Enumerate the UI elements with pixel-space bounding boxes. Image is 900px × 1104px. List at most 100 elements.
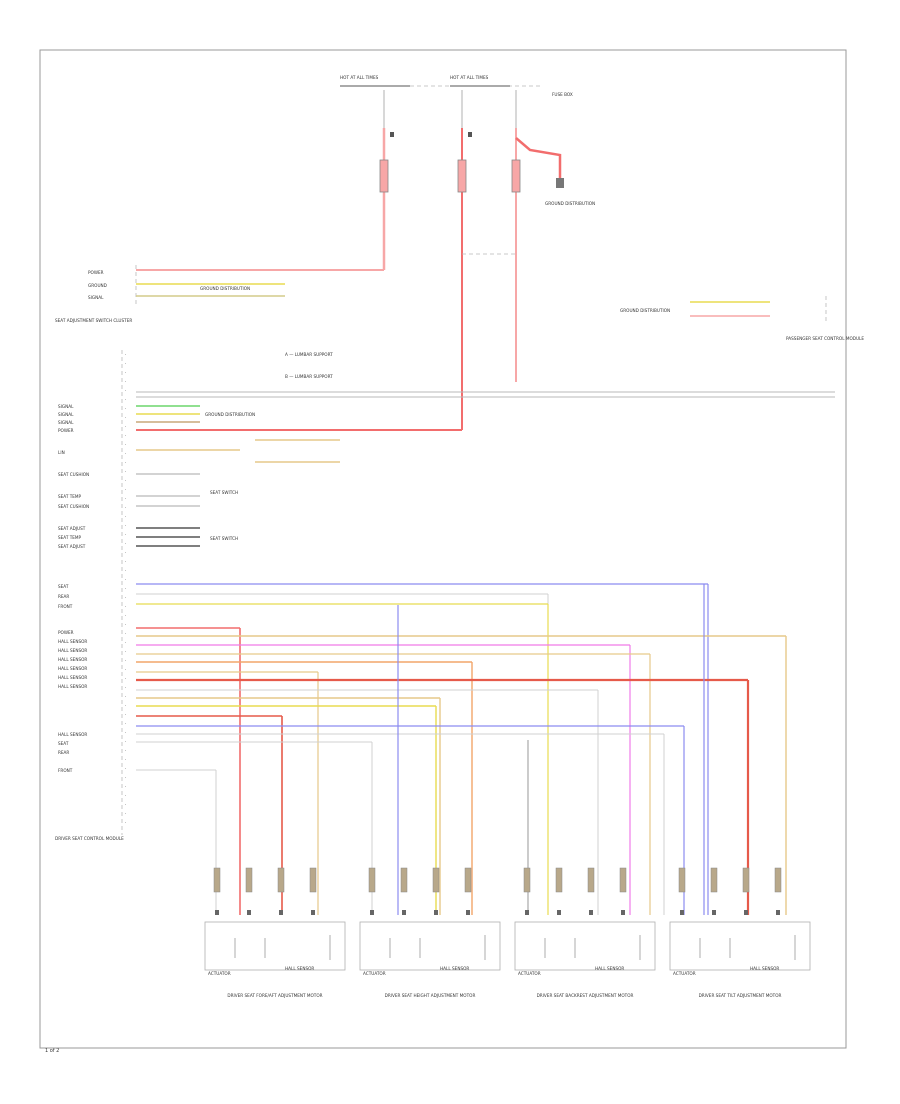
diagram-frame	[39, 49, 847, 1049]
module-pin-label: POWER	[58, 428, 74, 433]
module-pin-label: FRONT	[58, 604, 73, 609]
pin-number: ·	[125, 730, 126, 735]
motor-terminal	[589, 910, 593, 915]
actuator-label: ACTUATOR	[518, 971, 541, 976]
seat-switch-b-label: SEAT SWITCH	[210, 536, 238, 541]
pin-number: ·	[125, 361, 126, 366]
ground-distribution-label: GROUND DISTRIBUTION	[205, 412, 255, 417]
pin-number: ·	[125, 712, 126, 717]
module-pin-label: FRONT	[58, 768, 73, 773]
motor-title: DRIVER SEAT HEIGHT ADJUSTMENT MOTOR	[385, 993, 476, 998]
actuator-label: ACTUATOR	[208, 971, 231, 976]
motor-terminal	[279, 910, 283, 915]
motor-connector-pin	[277, 867, 285, 893]
motor-connector-pin	[774, 867, 782, 893]
pin-number: ·	[125, 415, 126, 420]
motor-terminal	[680, 910, 684, 915]
module-pin-label: SIGNAL	[58, 420, 74, 425]
motor-terminal	[247, 910, 251, 915]
motor-connector-pin	[710, 867, 718, 893]
motor-terminal	[621, 910, 625, 915]
pin-number: ·	[125, 532, 126, 537]
module-pin-label: HALL SENSOR	[58, 639, 87, 644]
pin-number: ·	[125, 766, 126, 771]
pin-number: ·	[125, 586, 126, 591]
motor-terminal	[434, 910, 438, 915]
fuse-3: GROUND DISTRIBUTION	[511, 90, 595, 382]
switch-pin-label: GROUND	[88, 283, 107, 288]
fuse-block-left-label: HOT AT ALL TIMES	[340, 75, 379, 80]
pin-number: ·	[125, 514, 126, 519]
pin-number: ·	[125, 469, 126, 474]
pin-number: ·	[125, 550, 126, 555]
motor-housing	[359, 921, 501, 971]
module-pin-label: SEAT	[58, 584, 69, 589]
pin-number: ·	[125, 775, 126, 780]
pin-number: ·	[125, 820, 126, 825]
right-ground-label: GROUND DISTRIBUTION	[620, 308, 670, 313]
motor-terminal	[557, 910, 561, 915]
motor-connector-pin	[587, 867, 595, 893]
motor-connector-pin	[245, 867, 253, 893]
module-pin-label: SEAT ADJUST	[58, 526, 86, 531]
motor-housing	[669, 921, 811, 971]
lower-harness	[136, 583, 787, 915]
motor-title: DRIVER SEAT TILT ADJUSTMENT MOTOR	[699, 993, 782, 998]
module-pin-label: SEAT	[58, 741, 69, 746]
seat-module-label: DRIVER SEAT CONTROL MODULE	[55, 836, 124, 841]
motor-connector-pin	[678, 867, 686, 893]
pin-number: ·	[125, 388, 126, 393]
pin-number: ·	[125, 694, 126, 699]
pin-number: ·	[125, 379, 126, 384]
pin-number: ·	[125, 541, 126, 546]
motor-connector-pin	[555, 867, 563, 893]
pin-number: ·	[125, 442, 126, 447]
pin-number: ·	[125, 613, 126, 618]
switch-ground-label: GROUND DISTRIBUTION	[200, 286, 250, 291]
module-pin-label: SEAT ADJUST	[58, 544, 86, 549]
motor-connector-pin	[619, 867, 627, 893]
module-pin-label: SEAT TEMP	[58, 535, 82, 540]
pin-number: ·	[125, 478, 126, 483]
motor-terminal	[525, 910, 529, 915]
motor-connector-pin	[400, 867, 408, 893]
module-pin-label: HALL SENSOR	[58, 732, 87, 737]
pin-number: ·	[125, 577, 126, 582]
pin-number: ·	[125, 568, 126, 573]
fuse-block-right-label: HOT AT ALL TIMES	[450, 75, 489, 80]
motor-connector-pin	[742, 867, 750, 893]
actuator-label: ACTUATOR	[673, 971, 696, 976]
motor-connector-pin	[213, 867, 221, 893]
motor-terminal	[776, 910, 780, 915]
module-pin-label: SEAT TEMP	[58, 494, 82, 499]
pin-number: ·	[125, 793, 126, 798]
module-pin-label: REAR	[58, 750, 69, 755]
actuator-label: ACTUATOR	[363, 971, 386, 976]
upper-harness: GROUND DISTRIBUTION SEAT SWITCH SEAT SWI…	[136, 391, 835, 547]
pin-number: ·	[125, 721, 126, 726]
module-pin-label: SIGNAL	[58, 412, 74, 417]
pin-number: ·	[125, 460, 126, 465]
module-pin-label: SEAT CUSHION	[58, 504, 89, 509]
pin-number: ·	[125, 370, 126, 375]
hall-sensor-label: HALL SENSOR	[285, 966, 314, 971]
right-connector: GROUND DISTRIBUTION PASSENGER SEAT CONTR…	[620, 296, 864, 341]
motor-terminal	[311, 910, 315, 915]
motor-connector-pin	[309, 867, 317, 893]
fuse-2	[457, 90, 516, 430]
pin-number: ·	[125, 757, 126, 762]
right-module-label: PASSENGER SEAT CONTROL MODULE	[786, 336, 864, 341]
module-pin-label: HALL SENSOR	[58, 648, 87, 653]
pin-number: ·	[125, 496, 126, 501]
pin-number: ·	[125, 451, 126, 456]
motor-terminal	[466, 910, 470, 915]
fuse-block-top: HOT AT ALL TIMES HOT AT ALL TIMES FUSE B…	[340, 75, 573, 97]
